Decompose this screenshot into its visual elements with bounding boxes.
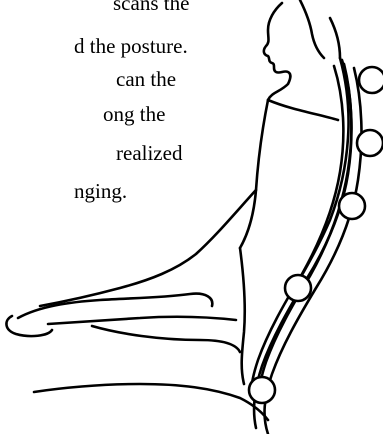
shoulder-line <box>268 100 338 120</box>
hair-outline <box>300 0 324 58</box>
arm-line <box>40 190 256 306</box>
torso-front <box>240 100 268 248</box>
chair-front <box>34 384 268 420</box>
leg-back <box>240 248 245 384</box>
seat-line <box>92 326 240 352</box>
massage-roller-3 <box>339 193 365 219</box>
massage-roller-1 <box>359 67 383 93</box>
head-outline <box>264 3 290 100</box>
hand <box>6 316 52 336</box>
forearm-lower <box>48 317 236 324</box>
massage-roller-2 <box>357 130 383 156</box>
massage-roller-4 <box>285 275 311 301</box>
massage-roller-5 <box>249 377 275 403</box>
nape <box>330 18 340 58</box>
